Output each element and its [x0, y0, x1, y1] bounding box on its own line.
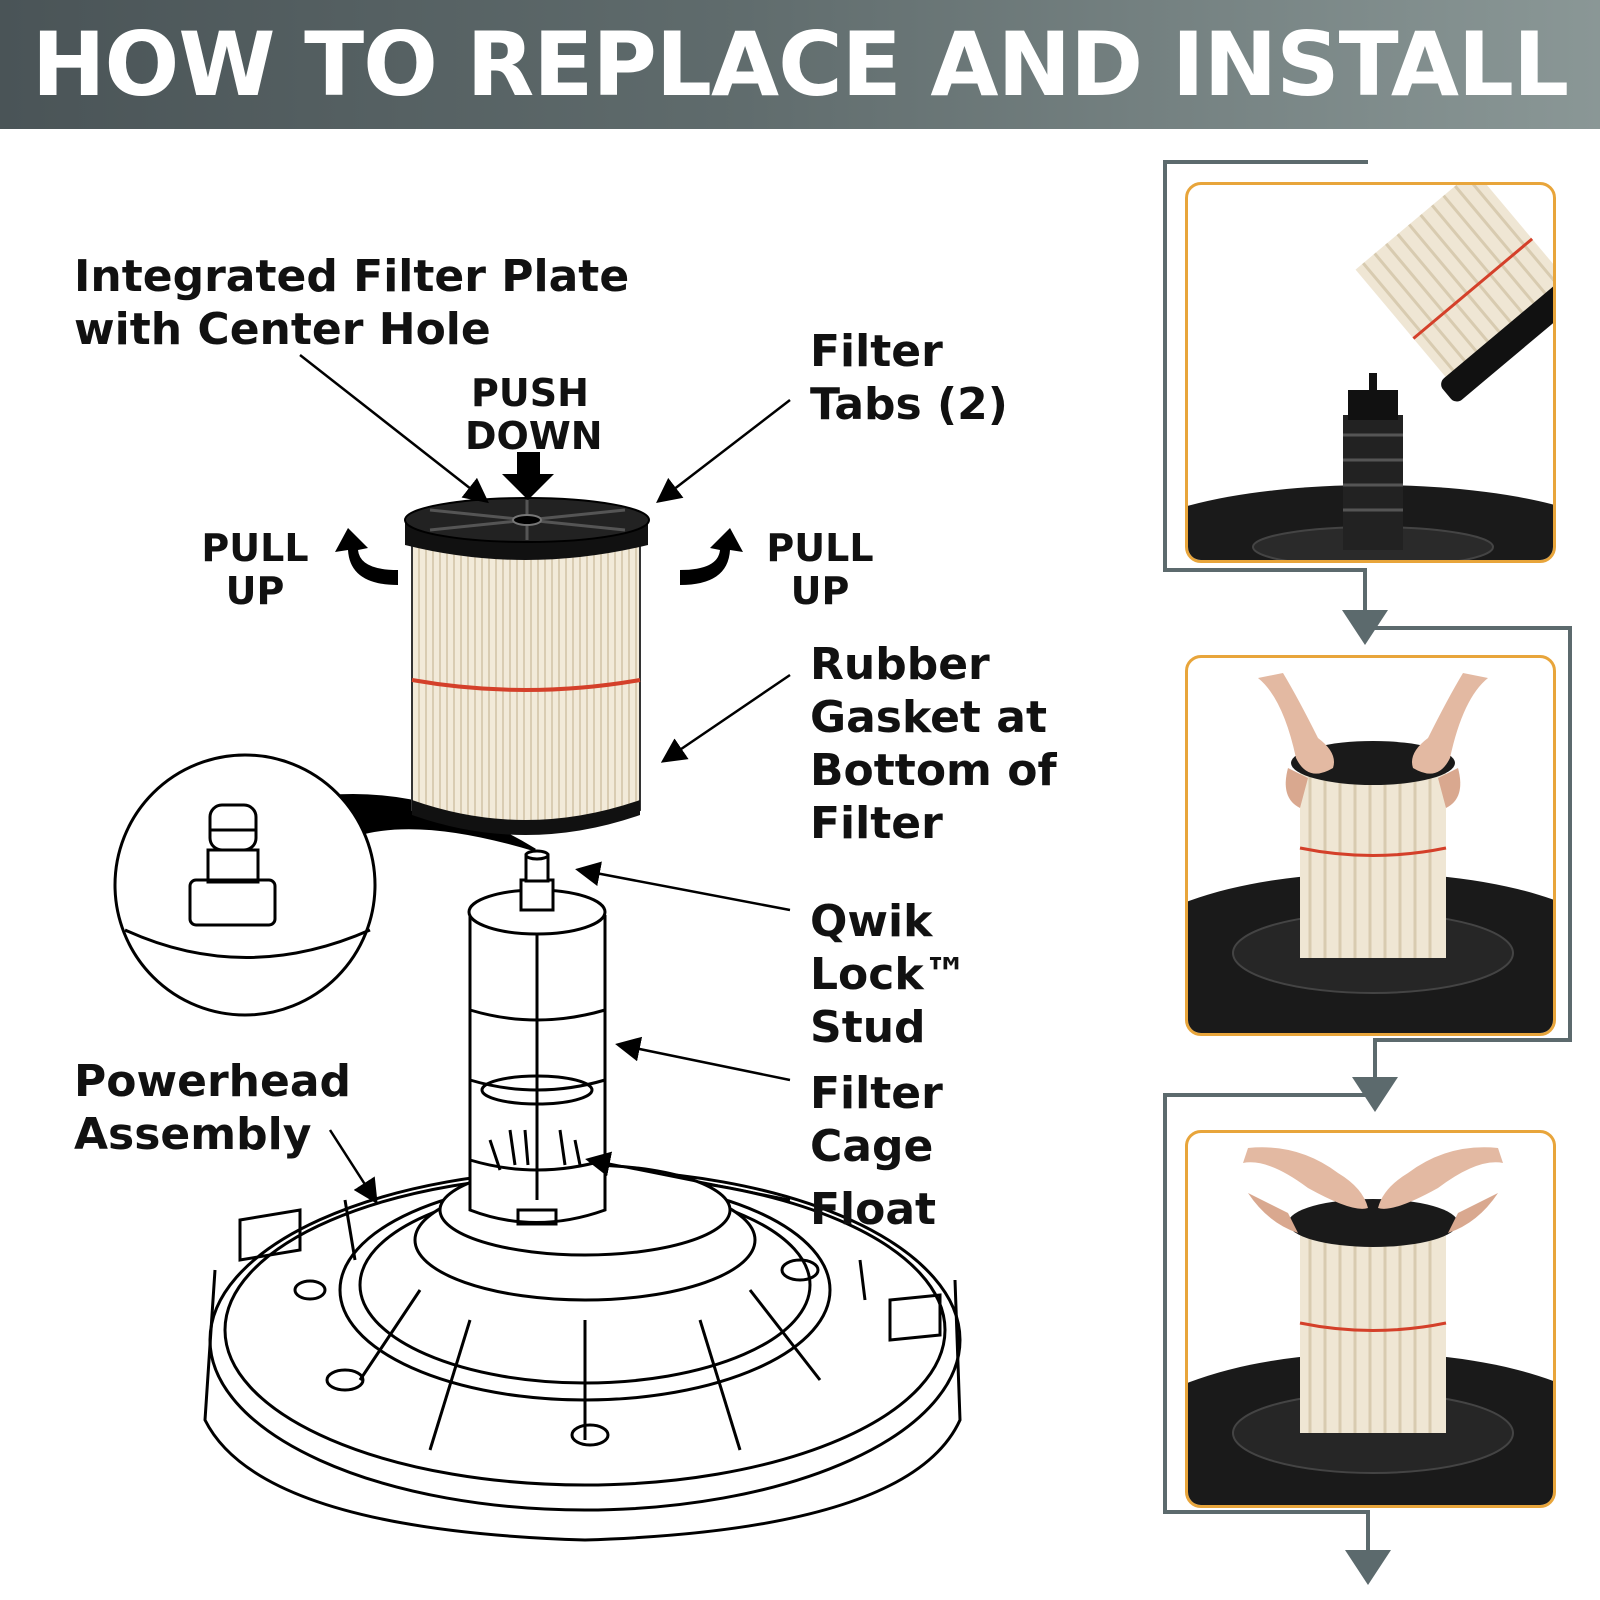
stud-zoom-callout — [113, 753, 536, 1017]
label-pull-up-right: PULL UP — [766, 526, 874, 613]
pull-up-right-arrow — [680, 528, 743, 585]
filter-cage-drawing — [467, 888, 607, 1226]
hands-pressing-filter-photo — [1188, 1147, 1553, 1505]
label-float: Float — [810, 1184, 937, 1235]
step-photo-1 — [1185, 182, 1556, 563]
step-photo-2 — [1185, 655, 1556, 1036]
title-banner: HOW TO REPLACE AND INSTALL — [0, 0, 1600, 129]
label-powerhead-assembly: Powerhead Assembly — [74, 1056, 352, 1160]
pull-up-left-arrow — [335, 528, 398, 585]
label-filter-cage: Filter Cage — [810, 1068, 943, 1172]
step-flow-arrowheads — [1342, 610, 1398, 1585]
label-filter-plate: Integrated Filter Plate with Center Hole — [74, 251, 630, 355]
label-pull-up-left: PULL UP — [201, 526, 309, 613]
label-qwik-lock-stud: Qwik Lock™ Stud — [810, 896, 968, 1053]
step-photo-3 — [1185, 1130, 1556, 1508]
qwik-lock-stud-drawing — [519, 849, 555, 912]
push-down-arrow — [502, 452, 554, 500]
banner-title: HOW TO REPLACE AND INSTALL — [31, 13, 1569, 116]
filter-cartridge-drawing — [404, 497, 650, 835]
hands-placing-filter-photo — [1188, 673, 1553, 1033]
leader-lines — [299, 354, 791, 1205]
step-flow-lines — [1163, 160, 1572, 1568]
label-rubber-gasket: Rubber Gasket at Bottom of Filter — [810, 639, 1057, 849]
filter-above-cage-photo — [1188, 185, 1553, 560]
label-filter-tabs: Filter Tabs (2) — [810, 326, 1008, 430]
label-push-down: PUSH DOWN — [465, 371, 603, 458]
